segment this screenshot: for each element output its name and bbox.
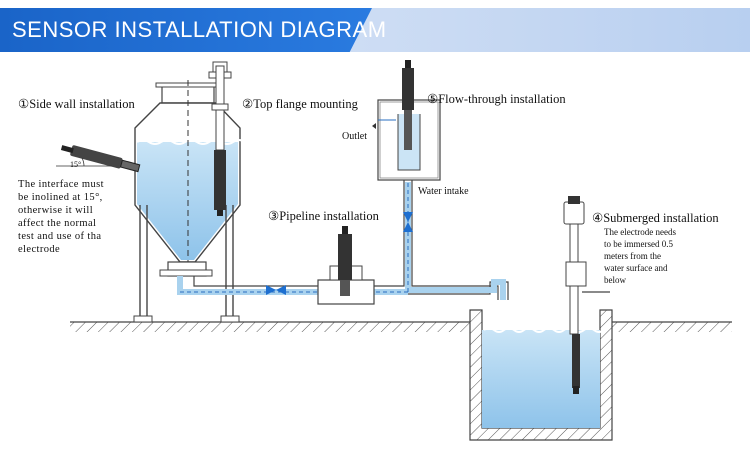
- submerged-note-line: below: [604, 275, 626, 285]
- water-intake-label: Water intake: [418, 186, 469, 197]
- side-wall-note-line: test and use of tha: [18, 231, 102, 242]
- pipeline: [177, 180, 509, 300]
- label-side-wall: ①Side wall installation: [18, 97, 135, 111]
- flow-through-cell: [372, 60, 441, 181]
- label-flow-through: ⑤Flow-through installation: [427, 92, 566, 106]
- page-title: SENSOR INSTALLATION DIAGRAM: [12, 17, 387, 42]
- angle-indicator: [56, 157, 112, 167]
- submerged-note-line: meters from the: [604, 251, 661, 261]
- storage-tank: [133, 80, 246, 323]
- side-wall-note-line: electrode: [18, 244, 61, 255]
- side-wall-note-line: The interface must: [18, 179, 104, 190]
- submerged-note: The electrode needs to be immersed 0.5 m…: [604, 226, 676, 286]
- ground: [70, 321, 732, 332]
- label-top-flange: ②Top flange mounting: [242, 97, 358, 111]
- submerged-note-line: The electrode needs: [604, 227, 676, 237]
- angle-label: 15°: [70, 160, 82, 169]
- side-wall-note-line: otherwise it will: [18, 205, 94, 216]
- label-pipeline: ③Pipeline installation: [268, 209, 379, 223]
- side-wall-note-line: affect the normal: [18, 218, 97, 229]
- submerged-sensor: [563, 196, 587, 394]
- submerged-note-line: water surface and: [604, 263, 668, 273]
- side-wall-note-line: be inolined at 15°,: [18, 192, 103, 203]
- header-title-box: [0, 8, 372, 52]
- top-flange-sensor: [208, 61, 232, 216]
- submerged-tank: [469, 291, 613, 441]
- submerged-note-line: to be immersed 0.5: [604, 239, 673, 249]
- side-wall-note: The interface must be inolined at 15°, o…: [18, 178, 104, 256]
- outlet-label: Outlet: [342, 131, 367, 142]
- label-submerged: ④Submerged installation: [592, 211, 719, 225]
- side-wall-sensor: [60, 145, 141, 173]
- pipeline-sensor: [317, 226, 375, 305]
